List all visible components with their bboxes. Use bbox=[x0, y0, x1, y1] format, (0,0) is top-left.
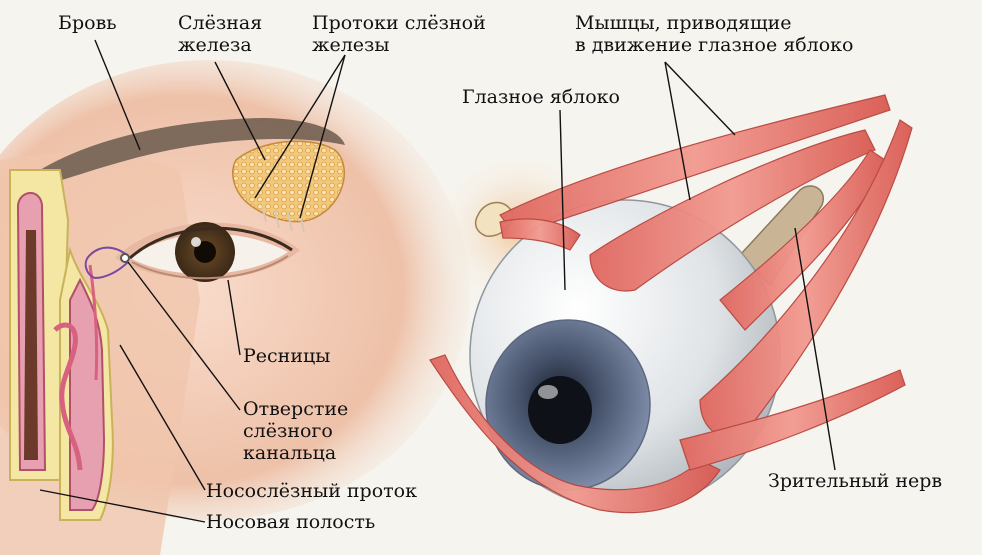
label-gland-ducts: Протоки слёзной железы bbox=[312, 12, 486, 56]
label-nasal-cavity: Носовая полость bbox=[206, 511, 375, 533]
label-optic-nerve: Зрительный нерв bbox=[768, 470, 942, 492]
label-canal-opening: Отверстие слёзного канальца bbox=[243, 398, 348, 464]
label-muscles: Мышцы, приводящие в движение глазное ябл… bbox=[575, 12, 853, 56]
label-eyeball: Глазное яблоко bbox=[462, 86, 620, 108]
label-gland-ducts-line1: Протоки слёзной bbox=[312, 12, 486, 34]
label-canal-opening-line3: канальца bbox=[243, 442, 348, 464]
label-muscles-line1: Мышцы, приводящие bbox=[575, 12, 853, 34]
label-nasolacrimal-duct: Носослёзный проток bbox=[206, 480, 417, 502]
label-muscles-line2: в движение глазное яблоко bbox=[575, 34, 853, 56]
label-gland-ducts-line2: железы bbox=[312, 34, 486, 56]
label-brow: Бровь bbox=[58, 12, 117, 34]
label-tear-gland-line1: Слёзная bbox=[178, 12, 262, 34]
label-canal-opening-line1: Отверстие bbox=[243, 398, 348, 420]
label-eyelashes: Ресницы bbox=[243, 345, 330, 367]
label-canal-opening-line2: слёзного bbox=[243, 420, 348, 442]
label-tear-gland: Слёзная железа bbox=[178, 12, 262, 56]
label-tear-gland-line2: железа bbox=[178, 34, 262, 56]
